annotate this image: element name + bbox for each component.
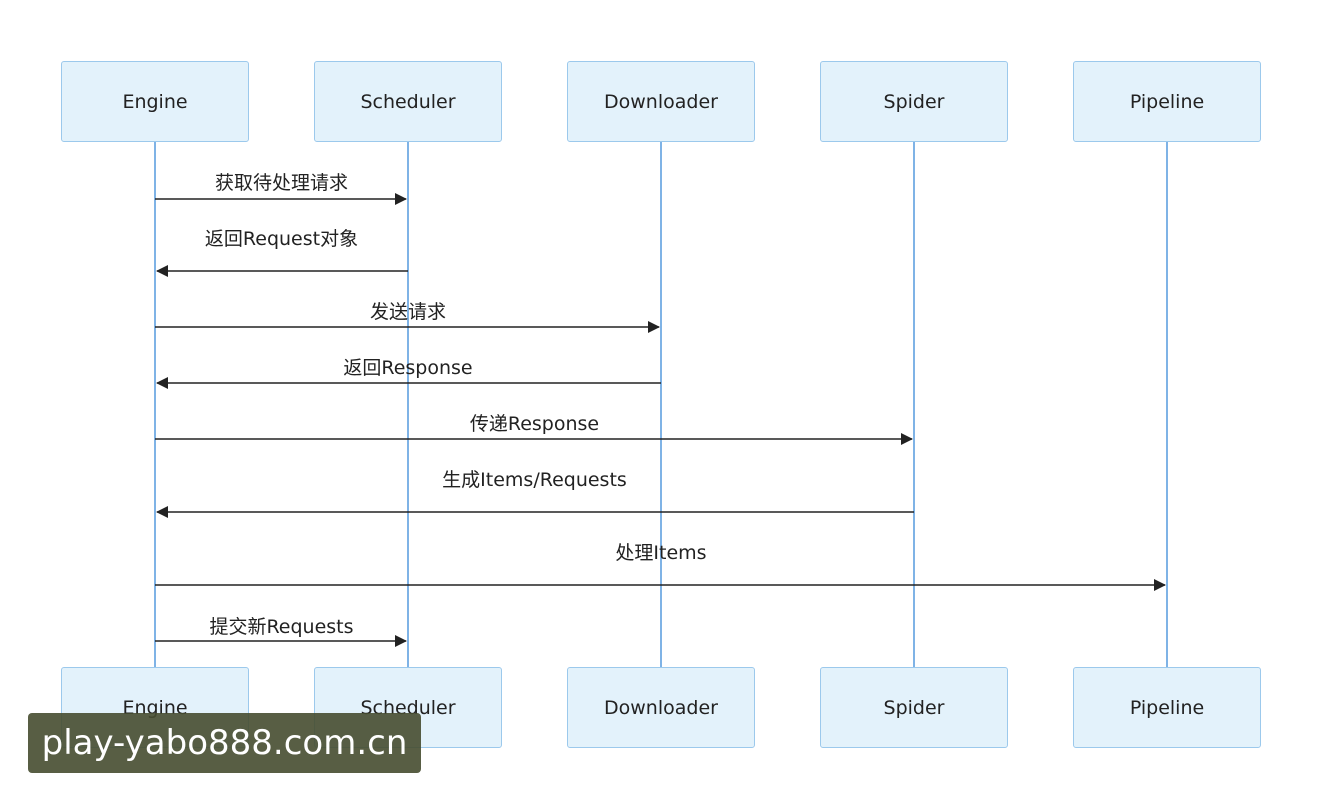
watermark: play-yabo888.com.cn: [28, 713, 421, 773]
message-label-3: 发送请求: [369, 301, 446, 323]
actor-pipeline-top: Pipeline: [1073, 61, 1261, 142]
actor-engine-top: Engine: [61, 61, 249, 142]
message-label-5: 传递Response: [469, 413, 600, 435]
actor-spider-top: Spider: [820, 61, 1008, 142]
message-label-1: 获取待处理请求: [214, 172, 348, 194]
message-label-6: 生成Items/Requests: [442, 469, 627, 491]
message-label-7: 处理Items: [615, 542, 707, 564]
actor-pipeline-bottom: Pipeline: [1073, 667, 1261, 748]
message-label-2: 返回Request对象: [204, 228, 359, 250]
actor-downloader-top: Downloader: [567, 61, 755, 142]
message-label-4: 返回Response: [343, 357, 473, 379]
message-label-8: 提交新Requests: [209, 616, 354, 638]
actor-scheduler-top: Scheduler: [314, 61, 502, 142]
actor-spider-bottom: Spider: [820, 667, 1008, 748]
actor-downloader-bottom: Downloader: [567, 667, 755, 748]
